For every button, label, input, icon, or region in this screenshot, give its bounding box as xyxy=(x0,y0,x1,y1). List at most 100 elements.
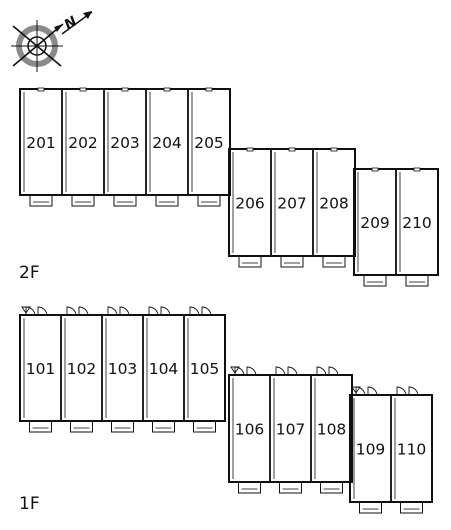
balcony xyxy=(155,195,179,207)
unit-number: 107 xyxy=(276,421,306,439)
door-swing xyxy=(160,306,171,316)
balcony xyxy=(152,421,175,433)
unit-102: 102 xyxy=(60,306,103,433)
unit-110: 110 xyxy=(390,386,433,514)
unit-209: 209 xyxy=(353,167,397,287)
door-swing xyxy=(287,366,298,376)
balcony xyxy=(359,502,382,514)
unit-block: 109 110 xyxy=(349,386,433,514)
unit-block: 106 107 108 xyxy=(228,366,353,494)
unit-number: 106 xyxy=(235,421,265,439)
balcony xyxy=(238,256,262,268)
window-marker xyxy=(246,147,254,152)
unit-number: 105 xyxy=(190,360,220,378)
unit-wall xyxy=(390,394,433,503)
unit-number: 203 xyxy=(110,134,140,152)
unit-105: 105 xyxy=(183,306,226,433)
unit-block: 201 202 203 204 205 xyxy=(19,87,231,207)
unit-number: 104 xyxy=(149,360,179,378)
balcony xyxy=(193,421,216,433)
unit-205: 205 xyxy=(187,87,231,207)
unit-number: 205 xyxy=(194,134,224,152)
door-swing xyxy=(119,306,130,316)
compass-rose-icon xyxy=(11,20,64,72)
balcony xyxy=(400,502,423,514)
unit-number: 109 xyxy=(356,441,386,459)
unit-202: 202 xyxy=(61,87,105,207)
balcony xyxy=(70,421,93,433)
door-swing xyxy=(328,366,339,376)
unit-201: 201 xyxy=(19,87,63,207)
mailbox-icon xyxy=(351,386,361,394)
window-marker xyxy=(37,87,45,92)
balcony xyxy=(320,482,343,494)
window-marker xyxy=(371,167,379,172)
door-swing xyxy=(367,386,378,396)
floor-1F: 1F 101 102 103 104 105 106 107 108 109 110 xyxy=(19,306,433,514)
unit-203: 203 xyxy=(103,87,147,207)
unit-number: 206 xyxy=(235,195,265,213)
unit-block: 101 102 103 104 105 xyxy=(19,306,226,433)
unit-number: 110 xyxy=(397,441,427,459)
balcony xyxy=(322,256,346,268)
door-swing xyxy=(275,366,286,376)
unit-103: 103 xyxy=(101,306,144,433)
door-swing xyxy=(78,306,89,316)
unit-210: 210 xyxy=(395,167,439,287)
unit-wall xyxy=(310,374,353,483)
unit-block: 209 210 xyxy=(353,167,439,287)
mailbox-icon xyxy=(230,366,240,374)
balcony xyxy=(280,256,304,268)
door-swing xyxy=(66,306,77,316)
unit-block: 206 207 208 xyxy=(228,147,356,268)
unit-108: 108 xyxy=(310,366,353,494)
door-swing xyxy=(408,386,419,396)
balcony xyxy=(363,275,387,287)
balcony xyxy=(405,275,429,287)
door-swing xyxy=(246,366,257,376)
balcony xyxy=(111,421,134,433)
unit-number: 210 xyxy=(402,214,432,232)
unit-109: 109 xyxy=(349,386,392,514)
unit-number: 102 xyxy=(67,360,97,378)
unit-number: 103 xyxy=(108,360,138,378)
door-swing xyxy=(396,386,407,396)
unit-number: 209 xyxy=(360,214,390,232)
unit-number: 101 xyxy=(26,360,56,378)
unit-number: 202 xyxy=(68,134,98,152)
window-marker xyxy=(330,147,338,152)
window-marker xyxy=(288,147,296,152)
balcony xyxy=(29,421,52,433)
unit-207: 207 xyxy=(270,147,314,268)
unit-107: 107 xyxy=(269,366,312,494)
unit-number: 204 xyxy=(152,134,182,152)
unit-206: 206 xyxy=(228,147,272,268)
balcony xyxy=(238,482,261,494)
window-marker xyxy=(79,87,87,92)
balcony xyxy=(71,195,95,207)
unit-104: 104 xyxy=(142,306,185,433)
unit-number: 208 xyxy=(319,195,349,213)
window-marker xyxy=(163,87,171,92)
balcony xyxy=(279,482,302,494)
balcony xyxy=(29,195,53,207)
balcony xyxy=(197,195,221,207)
mailbox-icon xyxy=(21,306,31,314)
unit-wall xyxy=(183,314,226,422)
unit-number: 201 xyxy=(26,134,56,152)
unit-number: 108 xyxy=(317,421,347,439)
window-marker xyxy=(121,87,129,92)
window-marker xyxy=(413,167,421,172)
north-indicator: N xyxy=(61,11,93,35)
door-swing xyxy=(316,366,327,376)
floor-label: 1F xyxy=(19,494,40,514)
unit-208: 208 xyxy=(312,147,356,268)
unit-101: 101 xyxy=(19,306,62,433)
door-swing xyxy=(201,306,212,316)
unit-204: 204 xyxy=(145,87,189,207)
door-swing xyxy=(37,306,48,316)
floor-label: 2F xyxy=(19,263,40,283)
unit-106: 106 xyxy=(228,366,271,494)
door-swing xyxy=(107,306,118,316)
